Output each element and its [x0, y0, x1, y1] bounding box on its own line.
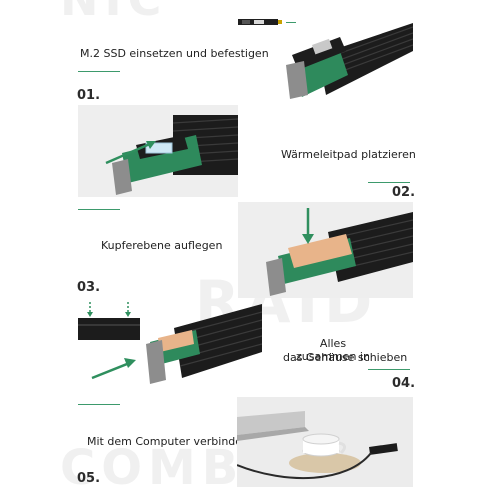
arrow-icon: [105, 141, 153, 165]
step-1-photo: [238, 15, 413, 110]
step-1-number: 01.: [77, 88, 101, 103]
step-1-caption: M.2 SSD einsetzen und befestigen: [80, 47, 269, 60]
step-1-divider: [78, 71, 120, 72]
step-4-divider: [368, 369, 410, 370]
step-4-caption-line1: Alles zusammen in: [296, 337, 370, 363]
step-5-number: 05.: [77, 471, 101, 486]
step-2-divider: [368, 182, 410, 183]
step-3-photo: [238, 202, 413, 298]
watermark-bottom: COMB: [60, 440, 245, 496]
step-4-photo: [78, 298, 262, 386]
step-2-number: 02.: [392, 185, 416, 200]
step-2-photo: [78, 105, 238, 197]
step-3-divider: [78, 209, 120, 210]
arrow-icon: [91, 360, 133, 380]
step-4-number: 04.: [392, 376, 416, 391]
ssd-icon: [238, 19, 282, 25]
step-3-caption: Kupferebene auflegen: [101, 239, 223, 252]
step-2-caption: Wärmeleitpad platzieren: [281, 148, 416, 161]
enclosure-illustration: [105, 115, 238, 195]
step-4-caption: Alles zusammen in: [293, 337, 373, 363]
step-4-caption-line2: das Gehäuse schieben: [283, 351, 408, 364]
step-5-divider: [78, 404, 120, 405]
watermark-top: NIC: [60, 0, 167, 26]
step-3-number: 03.: [77, 280, 101, 295]
desk-scene: [237, 397, 413, 487]
ssd-inset: [236, 10, 284, 34]
enclosure-illustration: [266, 208, 413, 296]
step-5-caption: Mit dem Computer verbinden: [87, 435, 250, 448]
ssd-inset-line: [286, 22, 296, 23]
coaster: [289, 453, 361, 473]
step-5-photo: [237, 397, 413, 487]
enclosure-illustration: [286, 23, 413, 99]
inset-photo: [78, 298, 140, 343]
enclosure-illustration: [91, 304, 262, 384]
enclosure-inset: [78, 302, 140, 340]
